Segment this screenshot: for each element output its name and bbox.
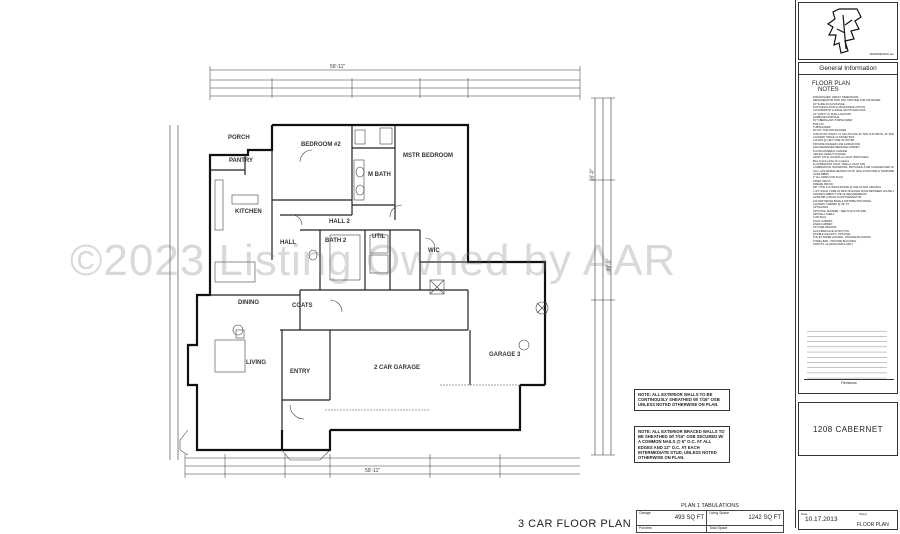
note-item: COUNTERTOP w/ EDGE 3/8 KITCHEN SINK: [813, 109, 894, 112]
note-item: LIGHT CABINET: [813, 220, 894, 223]
note-item: TUB/SHOWER: [813, 126, 894, 129]
floor-plan: PORCH PANTRY BEDROOM #2 M BATH MSTR BEDR…: [70, 64, 784, 533]
floor-plan-drawing: [169, 66, 615, 478]
floor-plan-notes: FLOOR PLAN NOTES DISHWASHER: VERIFY DIME…: [804, 81, 894, 246]
logo-caption: TEMPRESINC.am: [869, 52, 894, 56]
company-logo: TEMPRESINC.am: [798, 2, 898, 60]
note-item: LOW WALL: [813, 216, 894, 219]
house-name: 1208 CABERNET: [812, 425, 884, 434]
drawing-date: 10.17.2013: [805, 516, 838, 523]
room-label-dining: DINING: [238, 300, 259, 306]
date-sheet-box: Date 10.17.2013 Sheet FLOOR PLAN: [798, 510, 898, 530]
room-label-porch: PORCH: [228, 135, 250, 141]
room-label-hall-2: HALL 2: [329, 219, 350, 225]
note-braced-walls: NOTE: ALL EXTERIOR BRACED WALLS TO BE SH…: [634, 426, 730, 464]
tab-cell-total: Total Space: [706, 525, 784, 533]
note-item: TOWEL BAR - PROVIDE BLOCKING: [813, 240, 894, 243]
room-label-mbath: M BATH: [368, 172, 391, 178]
room-label-hall: HALL: [280, 240, 296, 246]
notes-list: DISHWASHER: VERIFY DIMENSIONSREFRIGERATO…: [804, 96, 894, 246]
note-item: 3X6(R) VENTS: [813, 180, 894, 183]
note-item: 60" FIBERGLASS TUB/SHOWER: [813, 119, 894, 122]
room-label-bath-2: BATH 2: [325, 238, 347, 244]
tabulations-title: PLAN 1 TABULATIONS: [681, 503, 739, 509]
note-item: FREEZE PROOF: [813, 183, 894, 186]
tab-value-garage: 493 SQ FT: [674, 515, 705, 521]
note-item: CEILING HEIGHT CHANGE: [813, 153, 894, 156]
note-item: OPTIONAL SHOWER - SEE PLAN FOR SIZE: [813, 210, 894, 213]
note-item: 220 AMP METER BASE & DISTRIBUTION PANEL: [813, 200, 894, 203]
room-label-coats: COATS: [292, 303, 313, 309]
note-item: UPTIGHTER: [813, 206, 894, 209]
note-item: DOUBLE FAUCETS, OPTIONAL: [813, 233, 894, 236]
note-item: GAL. GAS WATER HEATER ON 18" HIGH PLATFO…: [813, 170, 894, 173]
note-item: GAS FIREPLACE W/ BUTTON: [813, 230, 894, 233]
dimension-overall-bottom: 59'-11": [365, 468, 381, 474]
note-item: COMBINATION, BATHROOM, PROVIDING 5 AIR C…: [813, 166, 894, 169]
house-name-box: 1208 CABERNET: [798, 402, 898, 456]
title-block: TEMPRESINC.am General Information FLOOR …: [795, 0, 899, 530]
logo-icon: [826, 8, 862, 54]
note-item: LOCATE @ LEFT SIDE OF DRYER: [813, 139, 894, 142]
room-label-living: LIVING: [246, 360, 267, 366]
watermark: ©2023 Listing Owned by AAR: [70, 236, 677, 285]
note-item: HOSE BIBBS: [813, 173, 894, 176]
note-item: 5/8" TYPE X GYPSUM BOARD @ WALLS AND CEI…: [813, 186, 894, 189]
note-item: BUILT-IN: [813, 123, 894, 126]
room-label-bedroom-2: BEDROOM #2: [301, 142, 341, 148]
note-item: LOW FLOW TOILET 1.6 GAL PFLUSH 30" MIN C…: [813, 133, 894, 136]
room-label-kitchen: KITCHEN: [235, 209, 262, 215]
note-item: DUCTLESS HOOD & MICROWAVE OPTION: [813, 106, 894, 109]
note-item: DRYWALL SHELF: [813, 213, 894, 216]
note-item: SOFFITS, GLAZING PER R-308.4: [813, 243, 894, 246]
room-label-garage-3: GARAGE 3: [489, 352, 521, 358]
note-item: 20X30" ATTIC ACCESS w/ LIGHT (SWITCHED): [813, 156, 894, 159]
date-label: Date: [801, 512, 808, 516]
general-information-header: General Information: [799, 63, 897, 75]
plan-title: 3 CAR FLOOR PLAN: [518, 518, 632, 530]
revisions-header: Revisions: [804, 379, 894, 385]
note-item: FLUORESCENT LIGHT, FIRE w/ LIGHT FAN: [813, 163, 894, 166]
note-item: SMOKE/CARBON TYPE 2A REQUIREMENTS: [813, 193, 894, 196]
note-item: 1 3/4" SOLID CORE 20 MINUTE RATED DOOR B…: [813, 190, 894, 193]
notes-heading: NOTES: [818, 87, 839, 93]
note-item: GARBAGE DISPOSAL: [813, 116, 894, 119]
note-item: PROVIDE WASHER LINE & DRAIN PAN: [813, 143, 894, 146]
note-item: LINEN CABINET: [813, 223, 894, 226]
room-label-2-car-garage: 2 CAR GARAGE: [374, 365, 421, 371]
dimension-right-mid: 16'-0": [589, 168, 596, 182]
room-label-mstr-bedroom: MSTR BEDROOM: [403, 153, 453, 159]
note-item: 3" ALL SIDES FOR PLAN: [813, 176, 894, 179]
general-information-panel: General Information FLOOR PLAN NOTES DIS…: [798, 62, 898, 394]
room-label-util: UTIL: [372, 234, 386, 240]
note-item: HIGH RECESSED MEDICINE CABINET: [813, 146, 894, 149]
floor-plan-heading: FLOOR PLAN: [812, 81, 851, 87]
room-label-entry: ENTRY: [290, 369, 311, 375]
note-item: 60"x32" TUB AND SHOWER: [813, 129, 894, 132]
note-item: TOILET PAPER HOLDER - PROVIDE BLOCKING: [813, 236, 894, 239]
tab-value-living: 1242 SQ FT: [748, 515, 781, 521]
note-item: LAUNDRY SPACE w/ RAISED BOX: [813, 136, 894, 139]
tab-cell-porches: Porches: [635, 525, 708, 533]
dimension-overall-top: 59'-11": [330, 64, 346, 70]
note-sheathing: NOTE: ALL EXTERIOR WALLS TO BE CONTINOUS…: [634, 389, 730, 411]
note-item: 30" SLIDE-IN GAS RANGE: [813, 103, 894, 106]
note-item: LAUNDRY CABINET @ 48" FT: [813, 203, 894, 206]
sheet-title: FLOOR PLAN: [857, 522, 889, 528]
note-item: DISHWASHER: VERIFY DIMENSIONS: [813, 96, 894, 99]
note-item: FLOOR MATERIAL CHANGE: [813, 150, 894, 153]
note-item: HOSE BIB w/ BACK FLOW PREVENTOR: [813, 196, 894, 199]
note-item: REFRIGERATOR W/W, W/H, PROVIDE FOR ICE M…: [813, 99, 894, 102]
sheet-label: Sheet: [859, 512, 867, 516]
room-label-wic: WIC: [428, 248, 440, 254]
note-item: PICTURE WINDOW: [813, 226, 894, 229]
note-item: Blue Framing Plan for locations: [813, 160, 894, 163]
revision-lines: [807, 331, 887, 379]
note-item: 24" VANITY w/ DUAL LAVATORY: [813, 113, 894, 116]
room-label-pantry: PANTRY: [229, 158, 253, 164]
